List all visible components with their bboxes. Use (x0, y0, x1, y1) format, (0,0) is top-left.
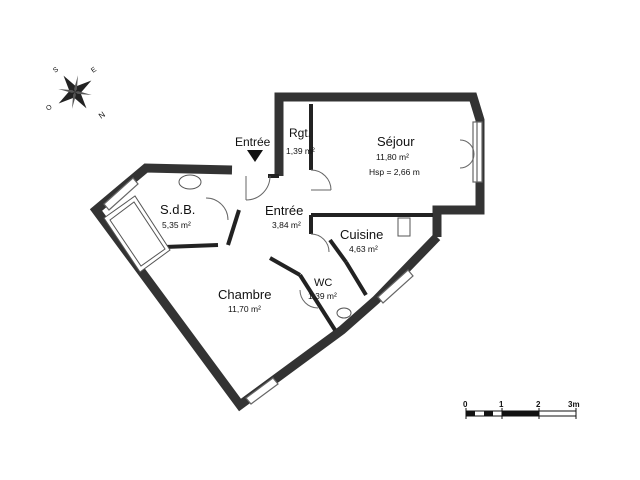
room-rgt-area: 1,39 m² (286, 146, 315, 156)
room-rgt-name: Rgt. (289, 126, 311, 140)
toilet (336, 307, 352, 319)
outer-walls (89, 92, 485, 412)
compass-east-label: E (90, 66, 98, 75)
room-sdb-name: S.d.B. (160, 202, 195, 217)
room-sejour-area: 11,80 m² (376, 152, 409, 162)
room-sejour-height: Hsp = 2,66 m (369, 167, 420, 177)
room-entree-name: Entrée (265, 203, 303, 218)
scale-label-3: 3m (568, 400, 580, 409)
door-swings (205, 139, 475, 309)
room-entree-area: 3,84 m² (272, 220, 301, 230)
room-sejour-name: Séjour (377, 134, 415, 149)
room-sdb-area: 5,35 m² (162, 220, 191, 230)
scale-label-2: 2 (536, 400, 541, 409)
compass-west-label: O (45, 103, 54, 112)
interior-walls (137, 104, 433, 332)
compass-rose (58, 75, 92, 109)
compass-north-label: N (97, 110, 107, 121)
scale-label-0: 0 (463, 400, 468, 409)
room-cuisine-name: Cuisine (340, 227, 383, 242)
room-wc-area: 1,39 m² (308, 291, 337, 301)
entrance-label: Entrée (235, 135, 271, 149)
kitchen-sink (397, 217, 411, 237)
room-chambre-name: Chambre (218, 287, 271, 302)
scale-label-1: 1 (499, 400, 504, 409)
compass-south-label: S (52, 66, 60, 75)
windows (103, 121, 483, 405)
bathtub (103, 195, 171, 273)
entrance-arrow-icon (247, 150, 263, 162)
room-chambre-area: 11,70 m² (228, 304, 261, 314)
washbasin (178, 174, 202, 190)
scale-bar (465, 408, 577, 419)
room-wc-name: WC (314, 277, 332, 289)
room-cuisine-area: 4,63 m² (349, 244, 378, 254)
